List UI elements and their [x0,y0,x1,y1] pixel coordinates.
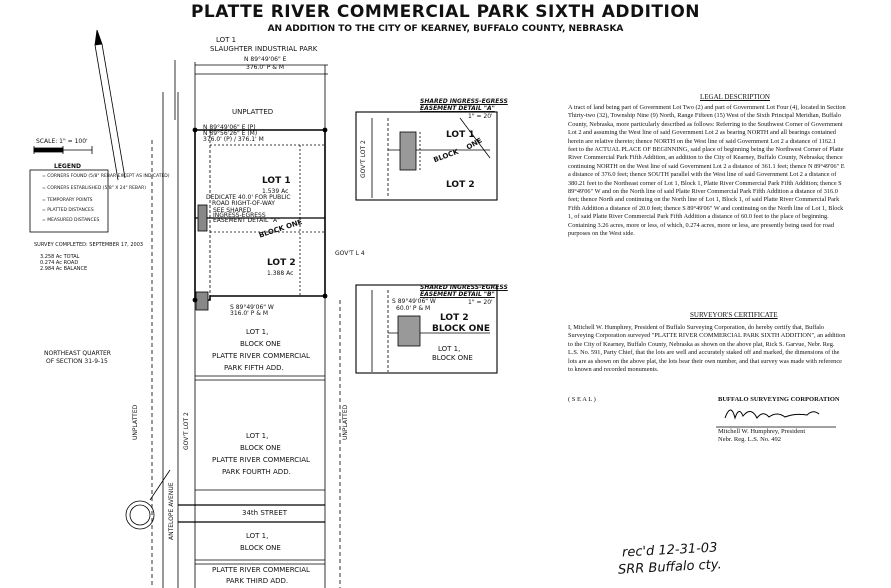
pr3-subdivision-1: PLATTE RIVER COMMERCIAL [212,566,310,574]
seal-label: ( S E A L ) [568,396,596,403]
detail-b-lot2: LOT 2 [440,313,469,323]
govt-lot4-label: GOV'T L 4 [335,250,365,257]
unplatted-left-label: UNPLATTED [132,404,139,440]
lot1-bearing-measured: N 89°56'26" E (M) [203,130,258,137]
legal-heading: LEGAL DESCRIPTION [700,93,770,101]
detail-b-title-2: EASEMENT DETAIL "B" [420,291,495,298]
legend-box [29,169,109,233]
north-lot-subdivision: SLAUGHTER INDUSTRIAL PARK [210,45,318,53]
detail-b-lot1-block: BLOCK ONE [432,354,473,362]
detail-a-lot2: LOT 2 [446,180,475,190]
pr3-block-label: BLOCK ONE [240,544,281,552]
legend-item-4: = PLATTED DISTANCES [42,208,94,213]
easement-b-mark [195,291,209,311]
surveyor-company: BUFFALO SURVEYING CORPORATION [718,396,840,403]
north-lot-label: LOT 1 [216,36,237,44]
lot1-bearing-plat: N 89°49'06" E (P) [203,124,256,131]
section-corner-icon [125,500,155,530]
surveyor-name: Mitchell W. Humphrey, President [718,428,806,435]
ne-quarter-label-2: OF SECTION 31-9-15 [46,358,108,365]
scale-label: SCALE: 1" = 100' [36,138,88,145]
detail-a-title-1: SHARED INGRESS-EGRESS [420,98,508,105]
dedicate-note-2: ROAD RIGHT-OF-WAY [212,200,275,207]
top-bearing: N 89°49'06" E [244,56,287,63]
pr5-subdivision-2: PARK FIFTH ADD. [224,364,284,372]
detail-b-bearing: S 89°49'06" W [392,298,436,305]
lot1-distance: 376.0' (P) / 376.1' M [203,136,264,143]
lot1-label: LOT 1 [262,176,291,186]
surveyor-text: I, Mitchell W. Humphrey, President of Bu… [568,324,846,374]
legend-item-3: = TEMPORARY POINTS [42,198,93,203]
antelope-avenue-label: ANTELOPE AVENUE [168,482,175,540]
detail-a-box [355,111,498,201]
detail-b-distance: 60.0' P & M [396,305,431,312]
pr5-lot-label: LOT 1, [246,328,269,336]
pr4-lot-label: LOT 1, [246,432,269,440]
north-arrow-line [94,44,119,181]
page-subtitle: AN ADDITION TO THE CITY OF KEARNEY, BUFF… [267,24,624,34]
detail-a-note-1: SEE SHARED [213,207,252,214]
lot2-label: LOT 2 [267,258,296,268]
acreage-road: 0.274 Ac ROAD [40,260,79,266]
surveyor-registration: Nebr. Reg. L.S. No. 492 [718,436,782,443]
detail-b-block: BLOCK ONE [432,324,490,334]
legend-item-2: = CORNERS ESTABLISHED (5/8" X 24" REBAR) [42,186,146,191]
pr5-subdivision-1: PLATTE RIVER COMMERCIAL [212,352,310,360]
pr4-subdivision-2: PARK FOURTH ADD. [222,468,291,476]
detail-b-lot1: LOT 1, [438,345,461,353]
top-distance: 376.0' P & M [246,64,285,71]
survey-completed: SURVEY COMPLETED: SEPTEMBER 17, 2003 [34,242,144,248]
surveyor-signature [724,409,820,420]
detail-a-note-3: EASEMENT DETAIL "A" [213,217,280,224]
legend-item-5: = MEASURED DISTANCES [42,218,100,223]
pr4-subdivision-1: PLATTE RIVER COMMERCIAL [212,456,310,464]
acreage-total: 3.258 Ac TOTAL [40,254,80,260]
unplatted-top-label: UNPLATTED [232,108,274,116]
ne-quarter-label-1: NORTHEAST QUARTER [44,350,111,357]
legend-item-1: = CORNERS FOUND (5/8" REBAR EXCEPT AS IN… [42,174,170,179]
street-34th-label: 34th STREET [242,509,288,517]
detail-a-lot1: LOT 1 [446,130,475,140]
lot2-bottom-distance: 316.0' P & M [230,310,269,317]
detail-a-scale: 1" = 20' [468,113,493,120]
surveyor-heading: SURVEYOR'S CERTIFICATE [690,311,778,319]
legal-text: A tract of land being part of Government… [568,104,846,238]
detail-b-title-1: SHARED INGRESS-EGRESS [420,284,508,291]
easement-a-mark [197,204,208,232]
detail-a-title-2: EASEMENT DETAIL "A" [420,105,495,112]
north-arrow-icon [94,29,103,46]
pr3-lot-label: LOT 1, [246,532,269,540]
lot1-area: 1.539 Ac [262,188,289,195]
page-title: PLATTE RIVER COMMERCIAL PARK SIXTH ADDIT… [190,2,701,22]
govt-lot2-label: GOV'T LOT 2 [183,412,190,450]
north-arrow-line-2 [101,43,126,179]
pr3-subdivision-2: PARK THIRD ADD. [226,577,289,585]
dedicate-note-1: DEDICATE 40.0' FOR PUBLIC [206,194,291,201]
pr5-block-label: BLOCK ONE [240,340,281,348]
pr4-block-label: BLOCK ONE [240,444,281,452]
lot2-bottom-bearing: S 89°49'06" W [230,304,274,311]
legend-title: LEGEND [54,163,81,170]
lot2-area: 1.388 Ac [267,270,294,277]
detail-b-box [355,284,498,374]
acreage-balance: 2.984 Ac BALANCE [40,266,88,272]
detail-b-scale: 1" = 20' [468,299,493,306]
detail-a-govt: GOV'T LOT 2 [360,140,367,178]
unplatted-right-label: UNPLATTED [342,404,349,440]
detail-a-note-2: INGRESS-EGRESS [213,212,266,219]
